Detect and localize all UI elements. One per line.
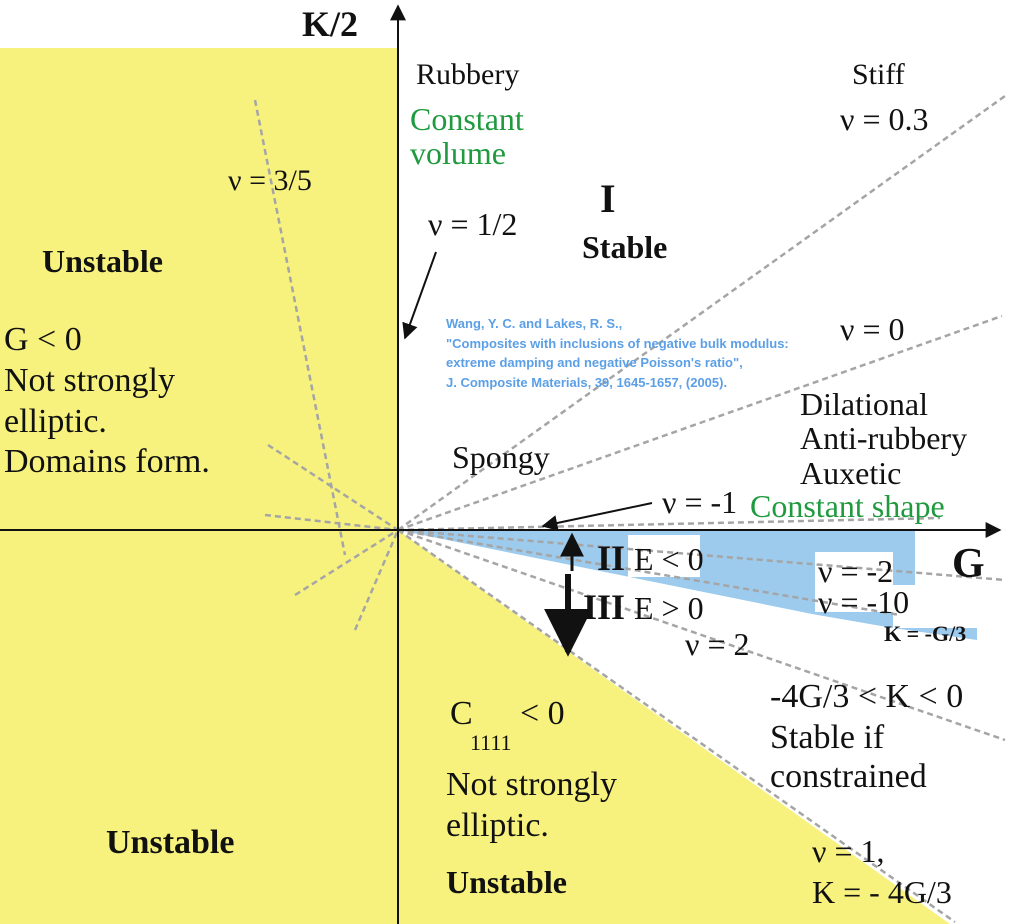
region-i-label: I <box>600 176 616 221</box>
guide-left-lower <box>294 528 399 597</box>
k-axis-label: K/2 <box>302 4 358 44</box>
constrained-line2: Stable if <box>770 719 885 756</box>
nu-1-2-label: ν = 1/2 <box>428 206 517 242</box>
poisson-guide-lines <box>253 94 1006 924</box>
stiff-label: Stiff <box>852 58 905 91</box>
rubbery-label: Rubbery <box>416 58 519 91</box>
constrained-line3: constrained <box>770 758 927 795</box>
citation: Wang, Y. C. and Lakes, R. S., "Composite… <box>446 316 789 390</box>
nu-2-label: ν = 2 <box>685 626 750 662</box>
anti-rubbery-label: Anti-rubbery <box>800 420 967 456</box>
guide-left-mid <box>264 513 399 532</box>
guide-nu-2 <box>397 528 1006 742</box>
spongy-label: Spongy <box>452 439 550 475</box>
nu-1-2-arrow <box>402 251 437 340</box>
citation-line4: J. Composite Materials, 39, 1645-1657, (… <box>446 375 727 390</box>
dilational-label: Dilational <box>800 386 928 422</box>
nu-m2-label: ν = -2 <box>818 553 893 589</box>
nu-3-5-label: ν = 3/5 <box>228 164 312 197</box>
guide-nu-m1 <box>397 516 941 532</box>
constant-volume-line2: volume <box>410 135 506 171</box>
nu-1-label-line2: K = - 4G/3 <box>812 874 952 910</box>
bottom-left-unstable-title: Unstable <box>106 824 234 861</box>
guide-nu-1 <box>397 528 956 924</box>
c1111-letter: C <box>450 695 473 732</box>
guide-nu-m2 <box>397 528 1006 582</box>
guide-left-upper <box>267 443 399 532</box>
c1111-subscript: 1111 <box>470 730 512 755</box>
citation-line3: extreme damping and negative Poisson's r… <box>446 355 743 370</box>
guide-nu-m10 <box>397 528 901 617</box>
left-unstable-condition: G < 0 <box>4 321 82 358</box>
c1111-relation: < 0 <box>520 695 565 732</box>
left-unstable-title: Unstable <box>42 243 163 279</box>
guide-nu-3-5 <box>253 99 347 556</box>
region-ii-label: II <box>597 538 625 578</box>
k-minus-g3-label: K = -G/3 <box>884 621 966 646</box>
left-unstable-desc-line1: Not strongly <box>4 362 175 399</box>
nu-1-label-line1: ν = 1, <box>812 833 885 869</box>
guide-nu-0-3 <box>397 94 1006 532</box>
region-iii-label: III <box>583 587 625 627</box>
constant-shape-label: Constant shape <box>750 488 945 524</box>
c1111-unstable-region <box>398 530 950 924</box>
constrained-line1: -4G/3 < K < 0 <box>770 678 963 715</box>
nu-0-3-label: ν = 0.3 <box>840 101 929 137</box>
nu-m1-arrow <box>541 502 653 531</box>
left-unstable-desc-line2: elliptic. <box>4 403 107 440</box>
nu-m1-label: ν = -1 <box>662 484 737 520</box>
left-unstable-desc-line3: Domains form. <box>4 443 210 480</box>
c1111-unstable-title: Unstable <box>446 864 567 900</box>
region-i-stable-label: Stable <box>582 229 667 265</box>
nu-m10-label: ν = -10 <box>818 584 909 620</box>
citation-line2: "Composites with inclusions of negative … <box>446 336 789 351</box>
constant-volume-line1: Constant <box>410 101 524 137</box>
auxetic-label: Auxetic <box>800 455 901 491</box>
region-iii-condition: E > 0 <box>634 590 704 626</box>
guide-nu-0 <box>397 314 1003 532</box>
citation-line1: Wang, Y. C. and Lakes, R. S., <box>446 316 622 331</box>
c1111-desc-line2: elliptic. <box>446 807 549 844</box>
g-axis-label: G <box>952 541 985 587</box>
left-unstable-region <box>0 48 398 924</box>
c1111-desc-line1: Not strongly <box>446 766 617 803</box>
nu-0-label: ν = 0 <box>840 311 905 347</box>
guide-left-steep <box>353 529 400 631</box>
region-ii-condition: E < 0 <box>634 541 704 577</box>
